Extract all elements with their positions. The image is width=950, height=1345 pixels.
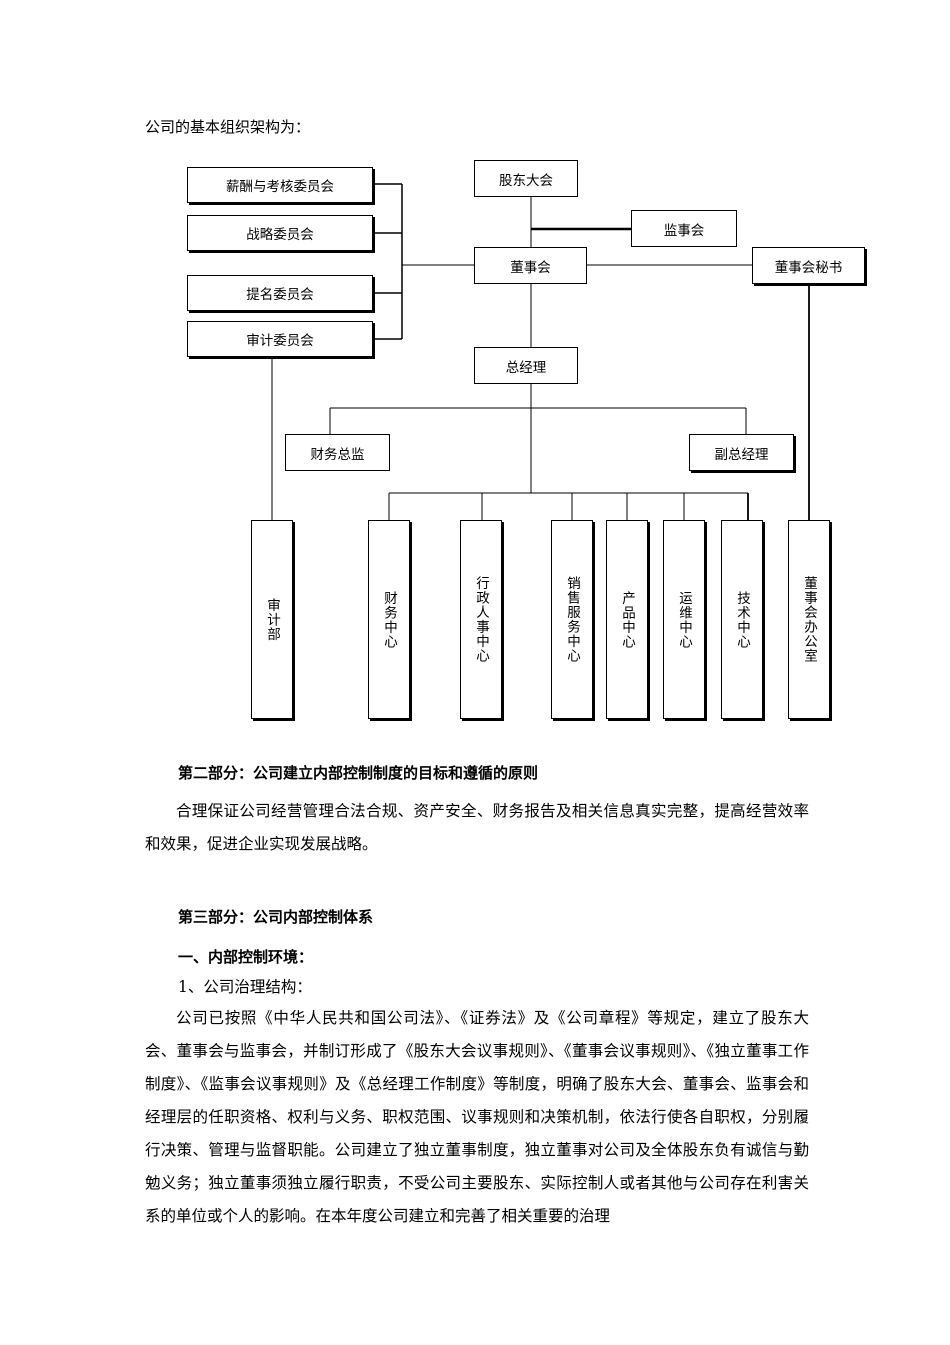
board-office: 董事会办公室 (788, 520, 830, 719)
part3-paragraph: 公司已按照《中华人民共和国公司法》、《证券法》及《公司章程》等规定，建立了股东大… (145, 1009, 809, 1225)
part3-heading: 第三部分：公司内部控制体系 (178, 908, 374, 926)
committee-compensation: 薪酬与考核委员会 (187, 167, 373, 203)
intro-text: 公司的基本组织架构为： (145, 118, 311, 136)
center-sales-service: 销售服务中心 (551, 520, 593, 719)
supervisory-board: 监事会 (631, 210, 737, 247)
center-technology: 技术中心 (721, 520, 763, 719)
committee-audit: 审计委员会 (187, 321, 373, 357)
committee-strategy: 战略委员会 (187, 215, 373, 251)
center-finance: 财务中心 (368, 520, 410, 719)
board-of-directors: 董事会 (474, 247, 587, 284)
part2-paragraph: 合理保证公司经营管理合法合规、资产安全、财务报告及相关信息真实完整，提高经营效率… (145, 802, 809, 853)
center-product: 产品中心 (606, 520, 648, 719)
center-admin-hr: 行政人事中心 (460, 520, 502, 719)
part2-heading: 第二部分：公司建立内部控制制度的目标和遵循的原则 (178, 764, 539, 782)
general-manager: 总经理 (474, 347, 578, 384)
deputy-general-manager: 副总经理 (689, 434, 794, 471)
cfo: 财务总监 (285, 434, 390, 471)
section1-heading: 一、内部控制环境： (178, 948, 314, 966)
board-secretary: 董事会秘书 (752, 247, 865, 284)
org-chart-connectors (271, 183, 810, 520)
shareholders-meeting: 股东大会 (474, 160, 578, 197)
audit-department: 审计部 (251, 520, 293, 719)
committee-nomination: 提名委员会 (187, 275, 373, 311)
center-operations: 运维中心 (663, 520, 705, 719)
item1-label: 1、公司治理结构： (178, 978, 312, 996)
